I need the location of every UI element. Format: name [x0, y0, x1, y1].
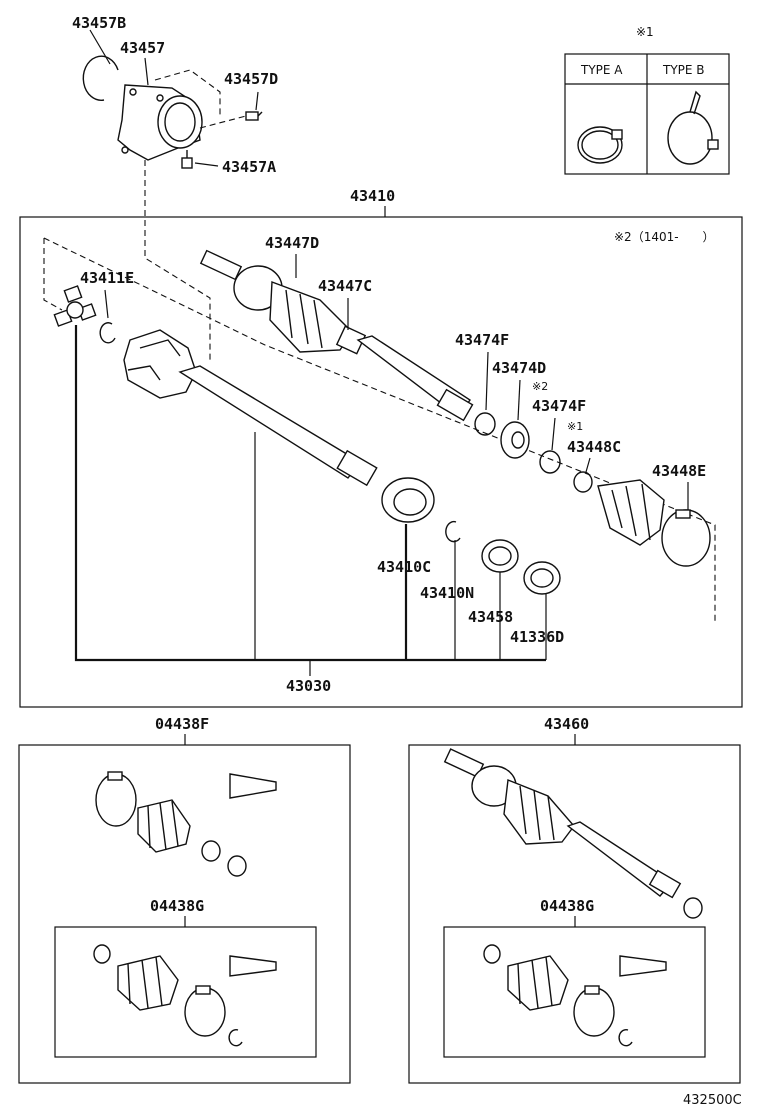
seal-41336d-shape: [523, 561, 561, 595]
kit-04438g-b-grease-tube-shape: [619, 955, 667, 977]
spare-shaft-clamp-shape: [683, 897, 703, 919]
snap-ring-left-shape: [99, 322, 116, 344]
inboard-joint-housing-shape: [123, 329, 197, 399]
label-43457a[interactable]: 43457A: [222, 158, 276, 176]
note1-mark: ※1: [636, 25, 654, 39]
kit-04438g-a-grease-tube-shape: [229, 955, 277, 977]
drive-shaft-outer-shape: [356, 335, 474, 422]
clamp-43474f-a-shape: [474, 412, 496, 436]
label-43474f-a[interactable]: 43474F: [455, 331, 509, 349]
kit-04438g-b-snap-ring: [618, 1029, 633, 1047]
type-a-header: TYPE A: [580, 63, 623, 77]
type-b-header: TYPE B: [662, 63, 705, 77]
label-43474f-b[interactable]: 43474F: [532, 397, 586, 415]
bracket-alignment-line: [144, 160, 211, 360]
label-43460[interactable]: 43460: [544, 715, 589, 733]
leader-43457: [144, 57, 149, 86]
label-43474d[interactable]: 43474D: [492, 359, 546, 377]
kit-04438f-clamp-shape: [95, 771, 137, 827]
label-43410n[interactable]: 43410N: [420, 584, 474, 602]
bearing-bracket-43457-shape: [117, 69, 221, 161]
label-43448c[interactable]: 43448C: [567, 438, 621, 456]
snap-ring-43457b-shape: [82, 55, 119, 101]
kit-04438g-b-boot-shape: [507, 955, 569, 1011]
label-04438f[interactable]: 04438F: [155, 715, 209, 733]
leader-43448c: [585, 457, 591, 473]
label-43410c[interactable]: 43410C: [377, 558, 431, 576]
clamp-43448c-shape: [573, 471, 593, 493]
box-04438f: [18, 744, 351, 1084]
kit-04438g-a-small-clamp: [93, 944, 111, 964]
label-43447d[interactable]: 43447D: [265, 234, 319, 252]
leader-bracket-43030: [74, 325, 547, 676]
box-04438g-b: [443, 926, 706, 1058]
note1-small-mark: ※1: [567, 420, 583, 433]
label-43457d[interactable]: 43457D: [224, 70, 278, 88]
kit-04438f-small-clamp-b: [227, 855, 247, 877]
kit-04438g-b-clamp-shape: [573, 985, 615, 1037]
kit-04438g-b-small-clamp: [483, 944, 501, 964]
clamp-type-a-icon: [577, 126, 623, 164]
kit-04438f-boot-shape: [137, 799, 191, 853]
leader-43474d: [517, 379, 521, 421]
label-04438g-b[interactable]: 04438G: [540, 897, 594, 915]
drive-shaft-inner-shape: [178, 365, 378, 487]
tone-ring-43474d-shape: [500, 421, 530, 459]
outer-cv-joint-shape: [199, 249, 367, 355]
kit-04438g-a-boot-shape: [117, 955, 179, 1011]
label-43458[interactable]: 43458: [468, 608, 513, 626]
clamp-type-b-icon: [667, 90, 719, 165]
label-43457b[interactable]: 43457B: [72, 14, 126, 32]
label-43411e[interactable]: 43411E: [80, 269, 134, 287]
kit-04438f-grease-tube-shape: [229, 773, 277, 799]
kit-04438g-a-snap-ring: [228, 1029, 243, 1047]
kit-04438g-a-clamp-shape: [184, 985, 226, 1037]
alignment-right-dashed: [43, 237, 716, 622]
alignment-left-dashed: [43, 238, 63, 311]
label-43457[interactable]: 43457: [120, 39, 165, 57]
seal-43458-shape: [481, 539, 519, 573]
leader-43457b: [89, 29, 111, 65]
leader-43474f-b: [551, 417, 556, 451]
tripod-joint-43411e-shape: [53, 285, 97, 327]
label-43447c[interactable]: 43447C: [318, 277, 372, 295]
bearing-43410c-shape: [381, 477, 435, 523]
leader-43457d: [255, 91, 259, 111]
label-41336d[interactable]: 41336D: [510, 628, 564, 646]
bolt-43457d-shape: [199, 111, 263, 129]
diagram-code: 432500C: [683, 1093, 742, 1108]
box-43410: [19, 216, 743, 708]
type-table: [564, 53, 730, 175]
leader-43474f-a: [485, 351, 489, 411]
snap-ring-43410n-shape: [445, 520, 461, 543]
spare-shaft-43460-shape: [443, 748, 682, 899]
bolt-43457a-shape: [181, 150, 219, 169]
label-43448e[interactable]: 43448E: [652, 462, 706, 480]
clamp-43474f-b-shape: [539, 450, 561, 474]
box-04438g-a: [54, 926, 317, 1058]
clamp-43448e-shape: [661, 509, 711, 567]
boot-inboard-shape: [597, 479, 665, 546]
note2-range: ※2（1401- ）: [614, 230, 715, 244]
box-43460: [408, 744, 741, 1084]
label-43030[interactable]: 43030: [286, 677, 331, 695]
kit-04438f-small-clamp-a: [201, 840, 221, 862]
label-43410[interactable]: 43410: [350, 187, 395, 205]
note2-mark: ※2: [532, 380, 548, 393]
label-04438g-a[interactable]: 04438G: [150, 897, 204, 915]
leader-43411e: [104, 289, 109, 319]
